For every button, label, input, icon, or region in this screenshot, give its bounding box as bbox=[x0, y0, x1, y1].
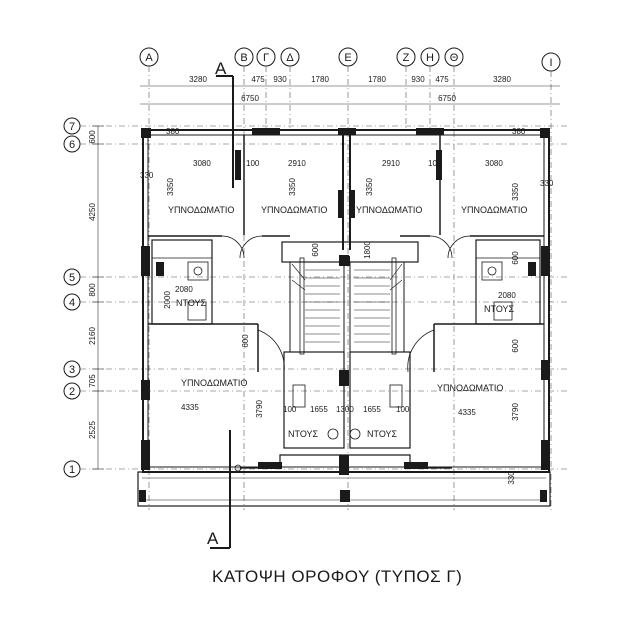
dim-shower-1655-right: 1655 bbox=[363, 405, 381, 414]
dim-stair-600: 600 bbox=[311, 243, 320, 257]
dim-top-6750-left: 6750 bbox=[241, 94, 259, 103]
dim-room-380-top: 380 bbox=[166, 127, 180, 136]
dim-room-3350-4: 3350 bbox=[511, 183, 520, 201]
dim-top-1780-right: 1780 bbox=[368, 75, 386, 84]
dim-left-705: 705 bbox=[88, 374, 97, 388]
dim-shower-1300: 1300 bbox=[336, 405, 354, 414]
dim-left-2160: 2160 bbox=[88, 327, 97, 345]
grid-column-markers: A B Γ Δ E Z H Θ I bbox=[139, 47, 561, 72]
dim-top-3280-left: 3280 bbox=[189, 75, 207, 84]
section-mark-bottom: A bbox=[207, 529, 219, 548]
dim-room-3790-right: 3790 bbox=[511, 403, 520, 421]
dim-room-600-right: 600 bbox=[511, 339, 520, 353]
grid-row-1: 1 bbox=[69, 464, 75, 476]
dim-room-100-right: 100 bbox=[428, 159, 442, 168]
dim-top-1780-left: 1780 bbox=[311, 75, 329, 84]
room-label-bedroom-1: ΥΠΝΟΔΩΜΑΤΙΟ bbox=[168, 205, 234, 215]
room-label-bedroom-2: ΥΠΝΟΔΩΜΑΤΙΟ bbox=[261, 205, 327, 215]
dim-room-3080-left: 3080 bbox=[193, 159, 211, 168]
room-label-bedroom-4: ΥΠΝΟΔΩΜΑΤΙΟ bbox=[461, 205, 527, 215]
dim-room-3790-left: 3790 bbox=[255, 400, 264, 418]
grid-col-e: E bbox=[344, 52, 351, 64]
bottom-rooms: ΥΠΝΟΔΩΜΑΤΙΟ ΥΠΝΟΔΩΜΑΤΙΟ 4335 4335 600 60… bbox=[141, 323, 550, 485]
vertical-grid-lines bbox=[148, 66, 552, 510]
section-line: A A bbox=[207, 59, 234, 549]
grid-col-i: I bbox=[549, 57, 552, 69]
dim-stair-1800: 1800 bbox=[363, 241, 372, 259]
dim-top-6750-right: 6750 bbox=[438, 94, 456, 103]
dim-room-4335-left: 4335 bbox=[181, 403, 199, 412]
grid-row-2: 2 bbox=[69, 386, 75, 398]
horizontal-grid-lines bbox=[80, 125, 570, 470]
grid-col-z: Z bbox=[403, 52, 410, 64]
grid-row-5: 5 bbox=[69, 272, 75, 284]
dim-room-3350-1: 3350 bbox=[166, 178, 175, 196]
dim-top-475-right: 475 bbox=[435, 75, 449, 84]
side-showers: 2080 2000 ΝΤΟΥΣ 2080 ΝΤΟΥΣ 600 bbox=[151, 239, 541, 325]
left-dimension-lines: 600 4250 800 2160 705 2525 bbox=[88, 125, 104, 470]
grid-row-6: 6 bbox=[69, 139, 75, 151]
grid-col-th: Θ bbox=[450, 52, 459, 64]
grid-row-4: 4 bbox=[69, 297, 75, 309]
dim-left-800: 800 bbox=[88, 283, 97, 297]
dim-shower-2080-left: 2080 bbox=[175, 285, 193, 294]
dim-shower-2000-left: 2000 bbox=[163, 291, 172, 309]
dim-top-3280-right: 3280 bbox=[493, 75, 511, 84]
drawing-title: ΚΑΤΟΨΗ ΟΡΟΦΟΥ (ΤΥΠΟΣ Γ) bbox=[212, 567, 462, 586]
top-dimension-lines: 3280 475 930 1780 1780 930 475 3280 6750… bbox=[140, 75, 560, 105]
central-showers: 100 1655 1300 1655 100 ΝΤΟΥΣ ΝΤΟΥΣ bbox=[283, 351, 411, 449]
dim-room-330-bottom: 330 bbox=[507, 471, 516, 485]
dim-shower-600-right: 600 bbox=[511, 251, 520, 265]
grid-col-b: B bbox=[240, 52, 247, 64]
grid-col-a: A bbox=[145, 52, 153, 64]
staircase: 600 1800 bbox=[281, 241, 419, 355]
grid-row-markers: 7 6 5 4 3 2 1 bbox=[63, 117, 81, 478]
dim-shower-100-left: 100 bbox=[283, 405, 297, 414]
dim-room-100-left: 100 bbox=[246, 159, 260, 168]
room-label-bedroom-6: ΥΠΝΟΔΩΜΑΤΙΟ bbox=[437, 383, 503, 393]
room-label-shower-center-right: ΝΤΟΥΣ bbox=[367, 429, 398, 439]
room-label-bedroom-5: ΥΠΝΟΔΩΜΑΤΙΟ bbox=[181, 378, 247, 388]
dim-room-3080-right: 3080 bbox=[485, 159, 503, 168]
dim-top-475-left: 475 bbox=[251, 75, 265, 84]
dim-room-600-left: 600 bbox=[241, 334, 250, 348]
grid-row-7: 7 bbox=[69, 121, 75, 133]
dim-left-2525: 2525 bbox=[88, 421, 97, 439]
dim-top-930-left: 930 bbox=[273, 75, 287, 84]
dim-shower-1655-left: 1655 bbox=[310, 405, 328, 414]
dim-room-330-left: 330 bbox=[140, 171, 154, 180]
room-label-shower-right: ΝΤΟΥΣ bbox=[484, 304, 515, 314]
balcony bbox=[137, 454, 551, 507]
dim-room-4335-right: 4335 bbox=[458, 408, 476, 417]
dim-left-600: 600 bbox=[88, 130, 97, 144]
dim-shower-100-right: 100 bbox=[396, 405, 410, 414]
grid-col-h: H bbox=[426, 52, 434, 64]
room-label-shower-center-left: ΝΤΟΥΣ bbox=[288, 429, 319, 439]
dim-room-2910-right: 2910 bbox=[382, 159, 400, 168]
room-label-bedroom-3: ΥΠΝΟΔΩΜΑΤΙΟ bbox=[356, 205, 422, 215]
top-rooms: ΥΠΝΟΔΩΜΑΤΙΟ ΥΠΝΟΔΩΜΑΤΙΟ ΥΠΝΟΔΩΜΑΤΙΟ ΥΠΝΟ… bbox=[140, 127, 554, 259]
dim-top-930-right: 930 bbox=[411, 75, 425, 84]
dim-shower-2080-right: 2080 bbox=[498, 291, 516, 300]
grid-row-3: 3 bbox=[69, 364, 75, 376]
dim-room-380-top-right: 380 bbox=[512, 127, 526, 136]
room-label-shower-left: ΝΤΟΥΣ bbox=[176, 298, 207, 308]
section-mark-top: A bbox=[215, 59, 227, 78]
dim-room-2910-left: 2910 bbox=[288, 159, 306, 168]
grid-col-g: Γ bbox=[263, 52, 269, 64]
dim-left-4250: 4250 bbox=[88, 203, 97, 221]
dim-room-3350-3: 3350 bbox=[365, 178, 374, 196]
grid-col-d: Δ bbox=[286, 52, 294, 64]
dim-room-330-right: 330 bbox=[540, 179, 554, 188]
dim-room-3350-2: 3350 bbox=[288, 178, 297, 196]
